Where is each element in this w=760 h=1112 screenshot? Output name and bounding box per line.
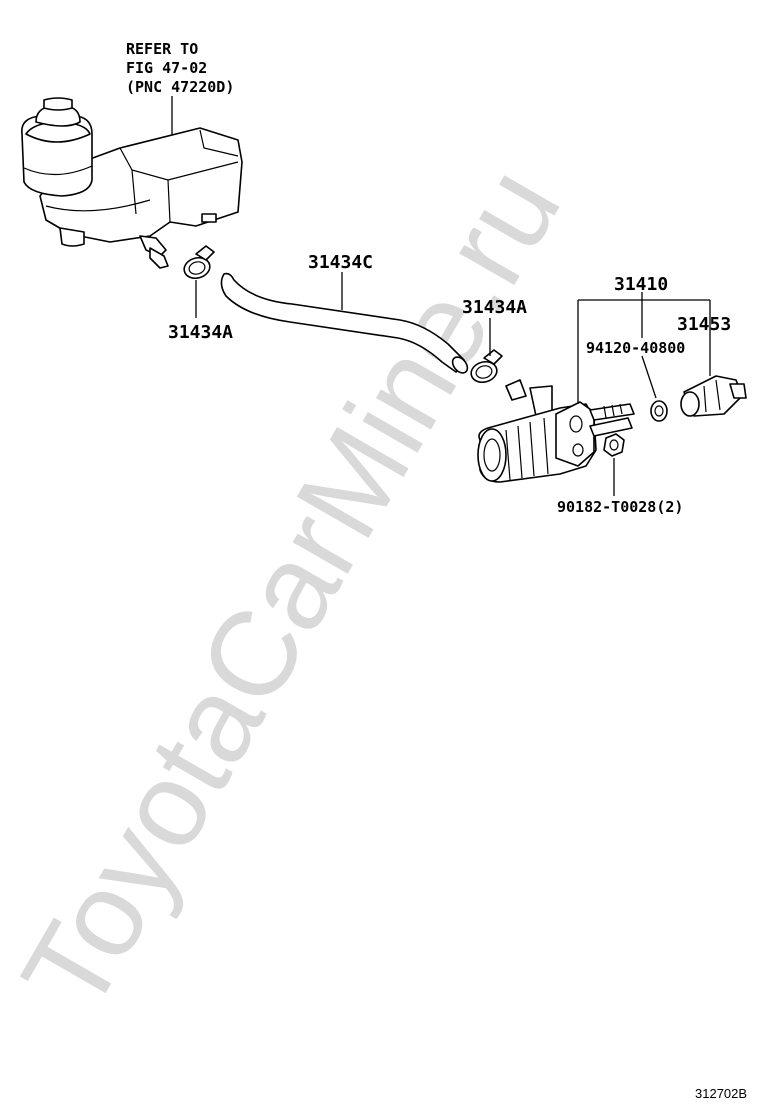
hose-clamp-left [183, 245, 215, 318]
hose [220, 272, 469, 374]
figure-number: 312702B [695, 1086, 747, 1101]
hose-clamp-right [470, 318, 503, 384]
clamp-right-label: 31434A [462, 297, 527, 318]
reference-note-line1: REFER TO [126, 40, 198, 58]
reservoir-tank [21, 97, 243, 269]
watermark: ToyotaCarMine.ru [0, 146, 586, 1033]
cap-leader [641, 355, 657, 399]
cap-label: 94120-40800 [586, 339, 685, 357]
nut [603, 433, 625, 496]
release-cylinder [477, 379, 635, 483]
clamp-left-label: 31434A [168, 322, 233, 343]
assembly-bracket [577, 292, 711, 404]
assembly-label: 31410 [614, 274, 668, 295]
cap [641, 355, 668, 422]
reference-note-line2: FIG 47-02 [126, 59, 207, 77]
hose-label: 31434C [308, 252, 373, 273]
reference-note-line3: (PNC 47220D) [126, 78, 234, 96]
bleeder-plug-label: 31453 [677, 314, 731, 335]
reference-note: REFER TO FIG 47-02 (PNC 47220D) [126, 40, 234, 140]
bleeder-plug [680, 375, 747, 417]
nut-label: 90182-T0028(2) [557, 498, 683, 516]
